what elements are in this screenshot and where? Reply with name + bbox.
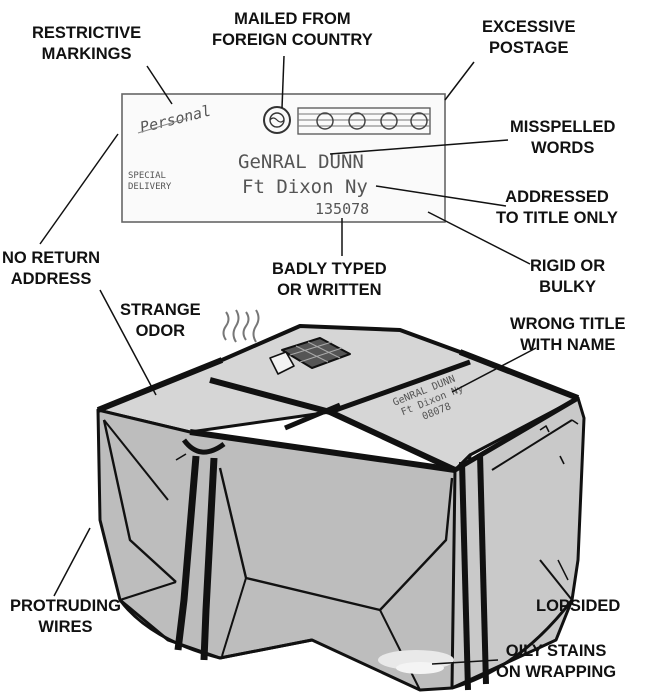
- label-line: MAILED FROM: [212, 9, 373, 30]
- address-line-1: GeNRAL DUNN: [238, 151, 364, 173]
- leader-postage: [445, 62, 474, 100]
- address-line-2: Ft Dixon Ny: [242, 176, 368, 198]
- package: GeNRAL DUNN Ft Dixon Ny 08078: [98, 310, 584, 690]
- leader-wires: [54, 528, 90, 596]
- label-line: RESTRICTIVE: [32, 23, 141, 44]
- special-delivery-line-2: DELIVERY: [128, 182, 172, 192]
- label-wrong-title-with-name: WRONG TITLE WITH NAME: [510, 314, 625, 356]
- special-delivery-line-1: SPECIAL: [128, 171, 166, 181]
- label-addressed-to-title-only: ADDRESSED TO TITLE ONLY: [496, 187, 618, 229]
- label-line: EXCESSIVE: [482, 17, 576, 38]
- label-line: BADLY TYPED: [272, 259, 387, 280]
- label-badly-typed-or-written: BADLY TYPED OR WRITTEN: [272, 259, 387, 301]
- label-line: WORDS: [510, 138, 615, 159]
- label-line: PROTRUDING: [10, 596, 121, 617]
- label-line: ON WRAPPING: [496, 662, 616, 683]
- label-restrictive-markings: RESTRICTIVE MARKINGS: [32, 23, 141, 65]
- label-line: ADDRESS: [2, 269, 100, 290]
- label-line: POSTAGE: [482, 38, 576, 59]
- label-line: RIGID OR: [530, 256, 605, 277]
- label-line: ADDRESSED: [496, 187, 618, 208]
- label-line: MARKINGS: [32, 44, 141, 65]
- label-protruding-wires: PROTRUDING WIRES: [10, 596, 121, 638]
- label-line: WIRES: [10, 617, 121, 638]
- label-strange-odor: STRANGE ODOR: [120, 300, 201, 342]
- envelope: Personal SPECIAL DELIVERY GeNRAL DUNN Ft…: [122, 94, 445, 222]
- label-lopsided: LOPSIDED: [536, 596, 620, 617]
- label-line: MISSPELLED: [510, 117, 615, 138]
- label-line: BULKY: [530, 277, 605, 298]
- label-line: OR WRITTEN: [272, 280, 387, 301]
- label-excessive-postage: EXCESSIVE POSTAGE: [482, 17, 576, 59]
- address-line-3: 135078: [315, 200, 369, 218]
- label-line: WRONG TITLE: [510, 314, 625, 335]
- label-line: NO RETURN: [2, 248, 100, 269]
- label-line: WITH NAME: [510, 335, 625, 356]
- label-line: FOREIGN COUNTRY: [212, 30, 373, 51]
- label-line: LOPSIDED: [536, 596, 620, 617]
- label-misspelled-words: MISSPELLED WORDS: [510, 117, 615, 159]
- label-mailed-from-foreign-country: MAILED FROM FOREIGN COUNTRY: [212, 9, 373, 51]
- label-no-return-address: NO RETURN ADDRESS: [2, 248, 100, 290]
- odor-fumes-icon: [224, 310, 259, 342]
- label-line: OILY STAINS: [496, 641, 616, 662]
- label-rigid-or-bulky: RIGID OR BULKY: [530, 256, 605, 298]
- label-oily-stains-on-wrapping: OILY STAINS ON WRAPPING: [496, 641, 616, 683]
- leader-no-return: [40, 134, 118, 244]
- label-line: TO TITLE ONLY: [496, 208, 618, 229]
- label-line: STRANGE: [120, 300, 201, 321]
- label-line: ODOR: [120, 321, 201, 342]
